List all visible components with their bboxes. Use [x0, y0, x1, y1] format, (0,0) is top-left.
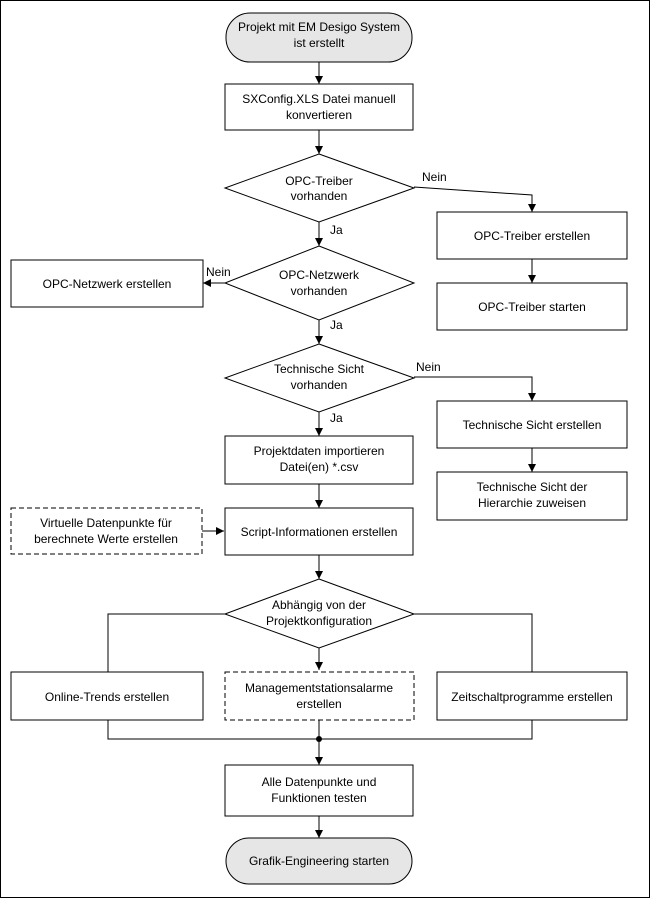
- import-line-1: Projektdaten importieren: [254, 444, 385, 458]
- opc-net-q-line-2: vorhanden: [291, 284, 348, 298]
- node-start: Projekt mit EM Desigo System ist erstell…: [225, 12, 413, 63]
- node-import: Projektdaten importieren Datei(en) *.csv: [224, 435, 414, 485]
- label-opc-net-yes: Ja: [330, 318, 343, 332]
- test-line-2: Funktionen testen: [271, 791, 366, 805]
- opc-net-create-box: [10, 259, 204, 308]
- import-line-2: Datei(en) *.csv: [280, 460, 359, 474]
- edge-config-trends: [107, 613, 225, 672]
- edge-techview-no: [414, 376, 536, 401]
- opc-driver-create-label: OPC-Treiber erstellen: [474, 229, 590, 243]
- import-box: [224, 435, 414, 485]
- label-opc-driver-no: Nein: [422, 170, 447, 184]
- node-trends: Online-Trends erstellen: [10, 671, 204, 721]
- opc-net-diamond: [223, 245, 416, 321]
- opc-driver-create-box: [436, 211, 628, 260]
- tech-view-assign-line-2: Hierarchie zuweisen: [478, 496, 586, 510]
- node-opc-driver-create: OPC-Treiber erstellen: [436, 211, 628, 260]
- node-tech-view-decision: Technische Sicht vorhanden: [223, 343, 416, 413]
- alarms-box: [224, 671, 415, 721]
- tech-view-assign-box: [436, 471, 628, 521]
- opc-driver-start-label: OPC-Treiber starten: [478, 300, 586, 314]
- trends-box: [10, 671, 204, 721]
- node-virtual-datapoints: Virtuelle Datenpunkte für berechnete Wer…: [10, 507, 203, 555]
- node-opc-net-decision: OPC-Netzwerk vorhanden: [223, 245, 416, 321]
- node-end: Grafik-Engineering starten: [225, 837, 413, 885]
- connectors: [107, 62, 536, 838]
- tech-view-create-label: Technische Sicht erstellen: [463, 418, 602, 432]
- opc-driver-q-line-2: vorhanden: [291, 189, 348, 203]
- node-opc-driver-start: OPC-Treiber starten: [436, 282, 628, 331]
- schedules-label: Zeitschaltprogramme erstellen: [451, 690, 612, 704]
- opc-net-q-line-1: OPC-Netzwerk: [279, 268, 360, 282]
- label-tech-view-yes: Ja: [330, 411, 343, 425]
- opc-driver-start-box: [436, 282, 628, 331]
- opc-net-create-label: OPC-Netzwerk erstellen: [43, 277, 172, 291]
- edge-opcdriver-no: [413, 186, 536, 212]
- trends-label: Online-Trends erstellen: [45, 690, 169, 704]
- convert-line-2: konvertieren: [286, 108, 352, 122]
- opc-driver-q-line-1: OPC-Treiber: [285, 174, 353, 188]
- node-convert: SXConfig.XLS Datei manuell konvertieren: [224, 83, 414, 131]
- edge-config-schedules: [414, 613, 533, 672]
- alarms-line-2: erstellen: [296, 697, 341, 711]
- start-line-1: Projekt mit EM Desigo System: [238, 20, 400, 34]
- start-terminator: [225, 12, 413, 63]
- tech-view-diamond: [223, 343, 416, 413]
- end-terminator: [225, 837, 413, 885]
- tech-view-q-line-2: vorhanden: [291, 378, 348, 392]
- label-opc-driver-yes: Ja: [330, 223, 343, 237]
- config-diamond: [223, 578, 416, 649]
- end-label: Grafik-Engineering starten: [249, 854, 389, 868]
- tech-view-create-box: [436, 400, 628, 449]
- node-opc-driver-decision: OPC-Treiber vorhanden: [223, 153, 416, 223]
- opc-driver-diamond: [223, 153, 416, 223]
- schedules-box: [436, 671, 628, 721]
- virtual-line-1: Virtuelle Datenpunkte für: [40, 516, 172, 530]
- label-opc-net-no: Nein: [206, 265, 231, 279]
- alarms-line-1: Managementstationsalarme: [245, 681, 393, 695]
- node-schedules: Zeitschaltprogramme erstellen: [436, 671, 628, 721]
- node-config-decision: Abhängig von der Projektkonfiguration: [223, 578, 416, 649]
- node-script: Script-Informationen erstellen: [224, 507, 414, 556]
- tech-view-assign-line-1: Technische Sicht der: [477, 480, 588, 494]
- convert-box: [224, 83, 414, 131]
- start-line-2: ist erstellt: [294, 36, 345, 50]
- node-opc-net-create: OPC-Netzwerk erstellen: [10, 259, 204, 308]
- config-q-line-1: Abhängig von der: [272, 598, 366, 612]
- script-box: [224, 507, 414, 556]
- config-q-line-2: Projektkonfiguration: [266, 614, 372, 628]
- node-test: Alle Datenpunkte und Funktionen testen: [224, 764, 414, 817]
- convert-line-1: SXConfig.XLS Datei manuell: [242, 92, 395, 106]
- test-box: [224, 764, 414, 817]
- node-alarms: Managementstationsalarme erstellen: [224, 671, 415, 721]
- tech-view-q-line-1: Technische Sicht: [274, 362, 365, 376]
- node-tech-view-create: Technische Sicht erstellen: [436, 400, 628, 449]
- virtual-datapoints-box: [10, 507, 203, 555]
- test-line-1: Alle Datenpunkte und: [262, 775, 377, 789]
- script-label: Script-Informationen erstellen: [241, 525, 398, 539]
- label-tech-view-no: Nein: [416, 360, 441, 374]
- virtual-line-2: berechnete Werte erstellen: [34, 532, 178, 546]
- node-tech-view-assign: Technische Sicht der Hierarchie zuweisen: [436, 471, 628, 521]
